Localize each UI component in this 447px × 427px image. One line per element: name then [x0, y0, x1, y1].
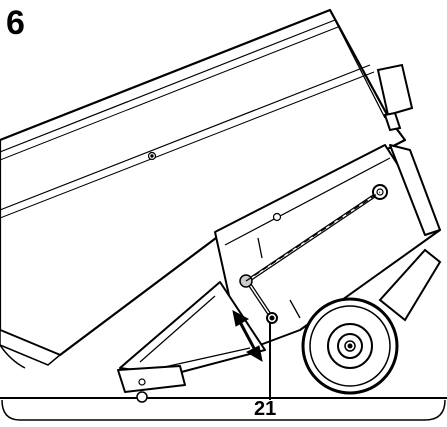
stand-leg — [117, 281, 266, 403]
step-number: 6 — [6, 4, 25, 42]
wheel — [301, 297, 399, 395]
callout-label: 21 — [254, 398, 277, 420]
reference-lines — [245, 191, 381, 319]
motor-box — [376, 63, 414, 132]
axle-bracket — [378, 248, 442, 322]
housing-bottom — [0, 329, 62, 369]
frame-border — [1, 399, 446, 421]
adjustment-arrow — [232, 310, 263, 363]
